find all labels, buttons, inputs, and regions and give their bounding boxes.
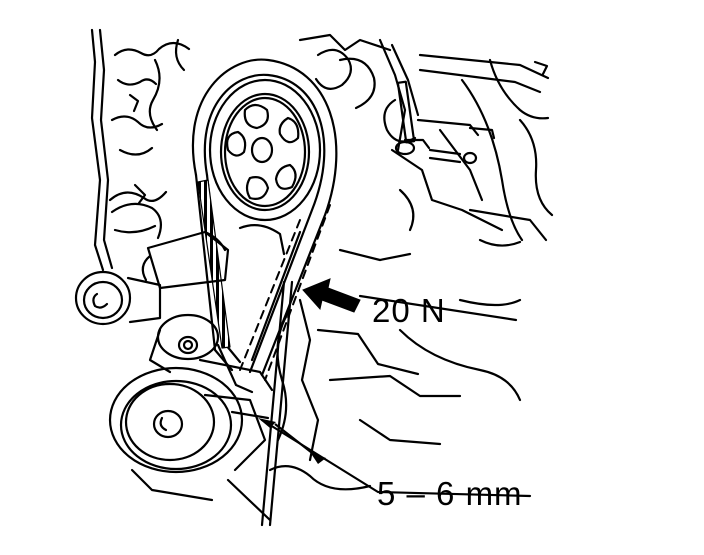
deflection-label: 5 – 6 mm bbox=[377, 475, 523, 512]
crankshaft-pulley bbox=[108, 366, 270, 474]
force-label: 20 N bbox=[372, 292, 446, 329]
tensioner-pulley bbox=[148, 313, 274, 394]
bolts-upper-right bbox=[394, 60, 549, 165]
tensioner-bracket bbox=[110, 202, 286, 290]
engine-block-outline bbox=[90, 28, 191, 272]
idler-pulley bbox=[74, 270, 162, 326]
camshaft-sprocket bbox=[208, 78, 322, 222]
deflection-arrow-upper-icon bbox=[258, 418, 276, 428]
force-leader-line bbox=[358, 294, 518, 322]
force-arrow-icon bbox=[302, 278, 361, 313]
lower-block-outline bbox=[130, 248, 522, 522]
measurement-rod bbox=[260, 280, 294, 527]
cylinder-head-outline bbox=[298, 33, 554, 247]
timing-belt bbox=[191, 58, 338, 381]
